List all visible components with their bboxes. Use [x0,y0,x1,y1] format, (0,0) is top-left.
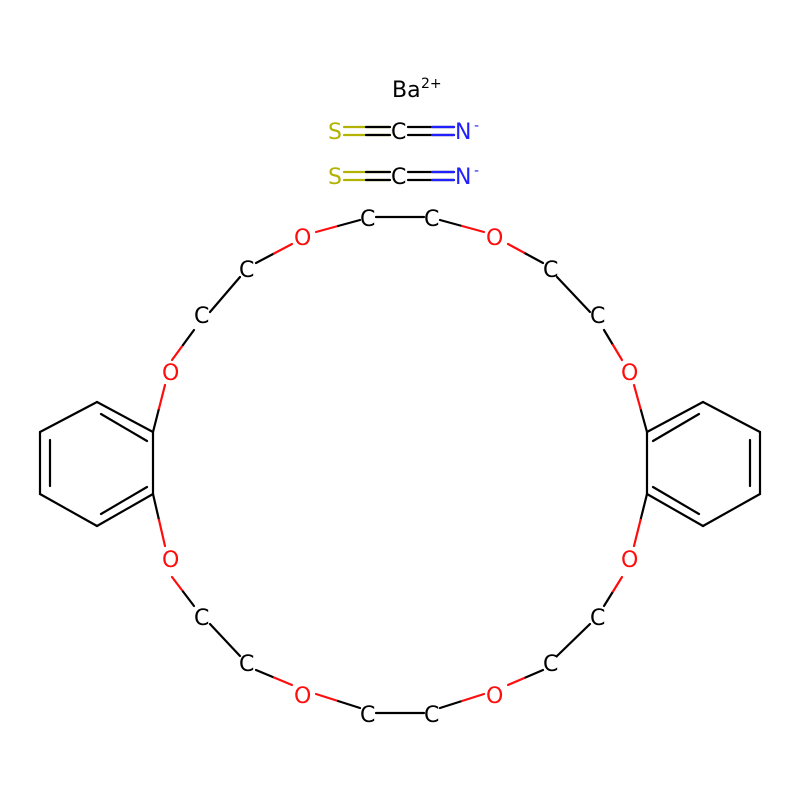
bond [254,668,276,679]
ring-atom: C [194,606,209,631]
bond [38,400,99,434]
bond [645,400,705,434]
bond [632,518,642,548]
ring-atom: C [194,304,209,329]
nitrogen-charge: - [474,163,479,179]
ring-atom: O [621,548,638,573]
bond [38,492,99,528]
bond [632,383,642,410]
bond [639,492,649,522]
barium-symbol: Ba [392,78,421,103]
bond [602,590,615,608]
bond [314,692,340,703]
ring-atom: O [294,226,311,251]
ring-atom: C [543,258,558,283]
bond [157,518,167,548]
ring-atom: C [424,703,439,728]
bond [99,485,149,516]
ring-atom: C [360,703,375,728]
bond [99,412,149,443]
bond [208,275,242,314]
bond [651,485,701,516]
sulfur-atom: S [328,120,342,145]
ring-atom: C [543,652,558,677]
bonds-layer [38,125,762,715]
bond [438,218,464,228]
bond [639,407,649,434]
ring-atom: C [590,304,605,329]
ring-atom: O [486,684,503,709]
bond [151,407,161,434]
nitrogen-charge: - [474,118,479,134]
ring-atom: C [424,207,439,232]
bond [555,622,592,658]
bond [181,328,196,347]
nitrogen-atom: N [455,165,471,190]
bond [524,668,545,679]
sulfur-atom: S [328,165,342,190]
bond [555,275,592,314]
bond [524,252,545,265]
ring-atom: C [239,258,254,283]
bond [460,224,486,234]
bond [651,412,701,443]
bond [95,492,155,528]
bond [314,224,340,234]
bond [157,383,167,410]
bond [602,328,615,347]
ring-atom: O [294,684,311,709]
bond [181,590,196,608]
bond [645,492,705,528]
ring-atom: C [360,207,375,232]
ring-atom: C [590,606,605,631]
bond [611,343,624,362]
ring-atom: O [162,361,179,386]
bond [208,622,242,658]
bond [336,699,362,710]
thiocyanate-2: S C N - [328,163,479,190]
bond [506,676,527,687]
bond [438,699,464,710]
bond [611,575,624,593]
bond [170,575,185,593]
ring-atom: O [486,226,503,251]
bond [506,242,527,255]
thiocyanate-1: S C N - [328,118,479,145]
barium-ion: Ba 2+ [392,76,442,103]
bond [151,492,161,522]
ring-atom: C [239,652,254,677]
bond [460,692,486,703]
bond [701,400,762,434]
bond [254,252,276,265]
bond [336,218,362,228]
bond [701,492,762,528]
bond [272,242,294,255]
carbon-atom: C [391,165,406,190]
crown-ether-ring: C C O C C O O C C O O C C O C C O C C O [162,207,638,728]
barium-charge: 2+ [421,76,442,92]
ring-atom: O [162,548,179,573]
carbon-atom: C [391,120,406,145]
nitrogen-atom: N [455,120,471,145]
ring-atom: O [621,361,638,386]
bond [272,676,294,687]
bond [170,343,185,362]
bond [95,400,155,434]
